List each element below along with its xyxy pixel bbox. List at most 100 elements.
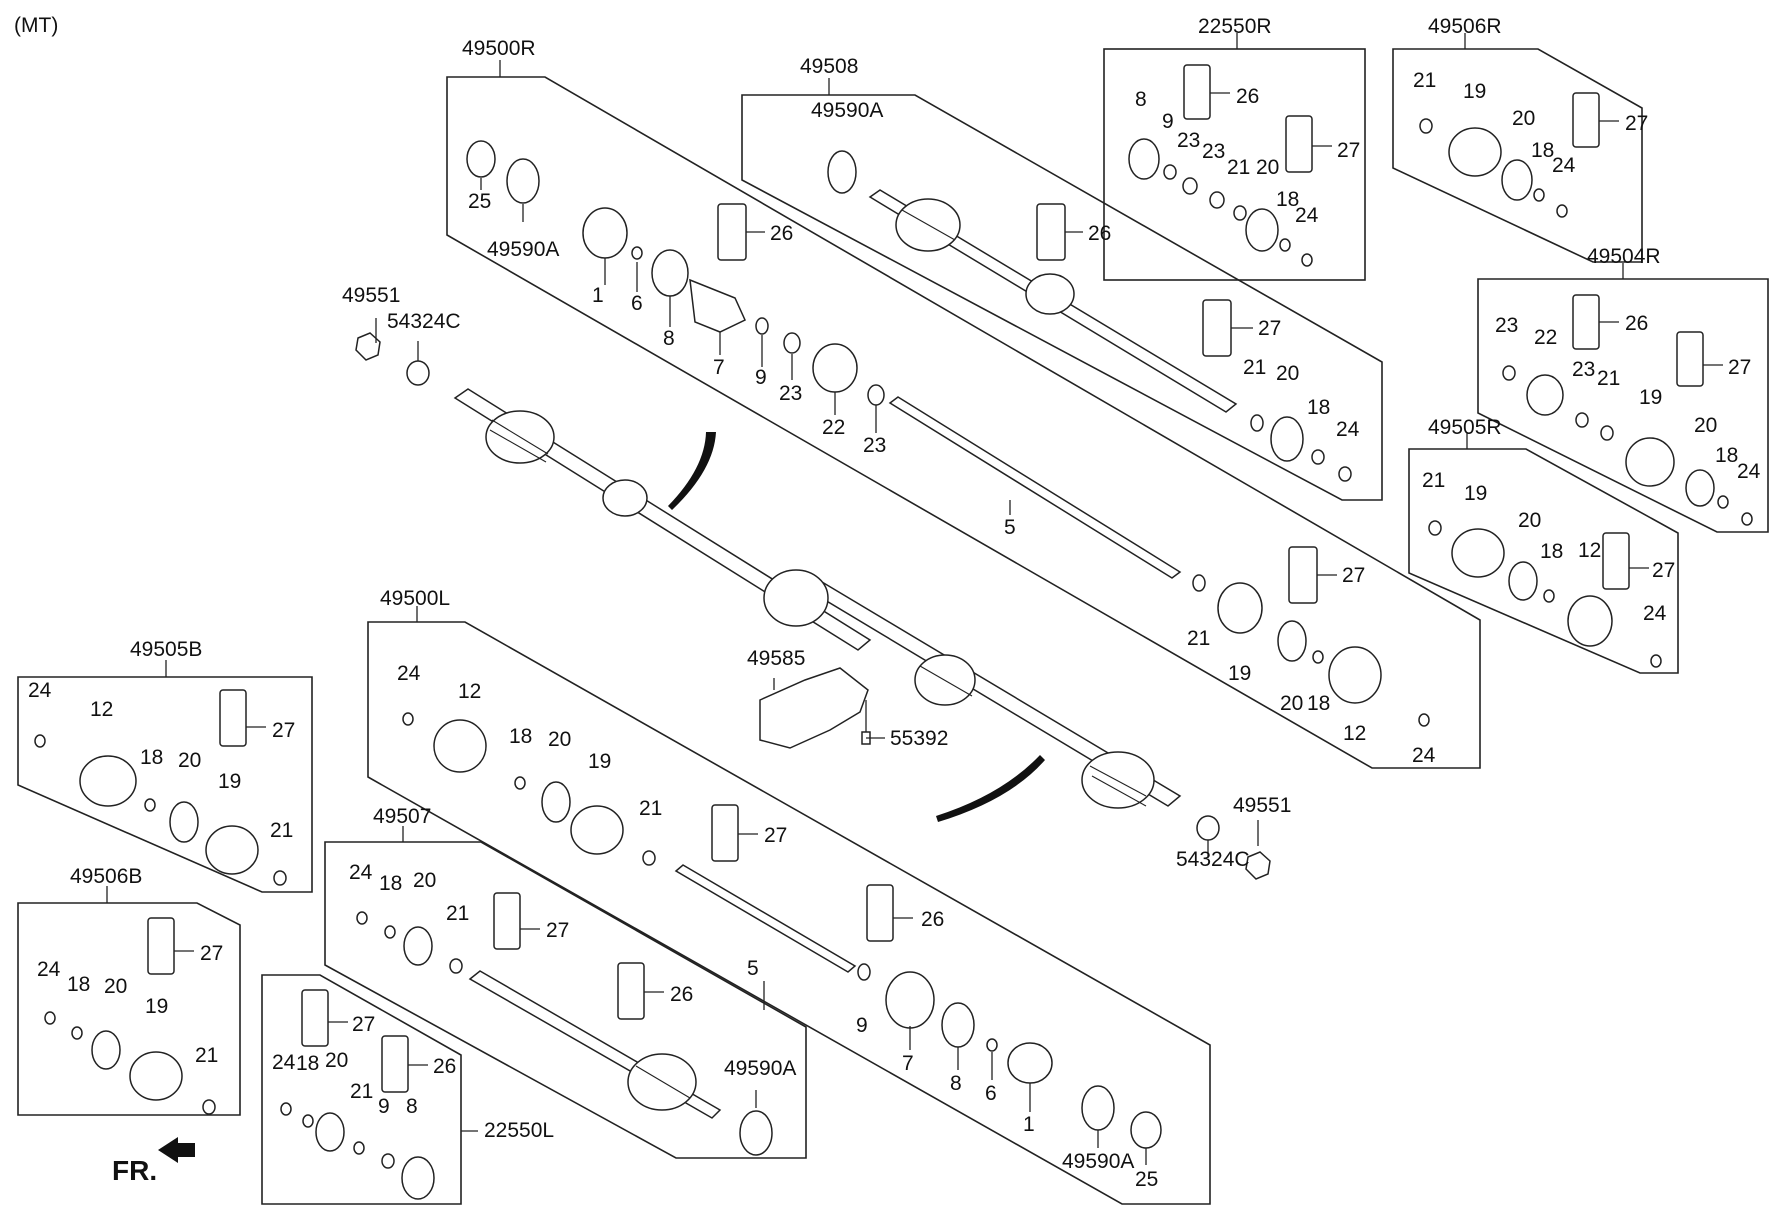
part-24-k: 24: [272, 1051, 296, 1074]
part-19-d: 19: [1463, 80, 1486, 103]
part-21-c: 21: [1227, 156, 1250, 179]
assembly-22550L: 22550L: [484, 1119, 554, 1142]
part-18-b: 18: [1307, 692, 1330, 715]
part-49590A-b: 49590A: [811, 99, 883, 122]
part-23b: 23: [863, 434, 886, 457]
part-20-k: 20: [325, 1049, 348, 1072]
part-26: 26: [770, 222, 793, 245]
part-19: 19: [1228, 662, 1251, 685]
part-9-c: 9: [1162, 110, 1174, 133]
variant-label: (MT): [14, 14, 58, 37]
part-22-e: 22: [1534, 326, 1557, 349]
frame-49508: [741, 94, 1383, 501]
part-23-e: 23: [1495, 314, 1518, 337]
part-12-h: 12: [90, 698, 113, 721]
part-5: 5: [1004, 516, 1016, 539]
leader-lines: [106, 33, 1723, 1165]
part-18-e: 18: [1715, 444, 1738, 467]
part-24-f: 24: [1643, 602, 1667, 625]
frame-49504R: [1477, 278, 1769, 533]
part-18: 18: [1307, 396, 1330, 419]
part-1-g: 1: [1023, 1113, 1035, 1136]
part-20-e: 20: [1694, 414, 1717, 437]
part-6-g: 6: [985, 1082, 997, 1105]
part-18-h: 18: [140, 746, 163, 769]
part-26-g: 26: [921, 908, 944, 931]
part-27-f: 27: [1652, 559, 1675, 582]
part-20-g: 20: [548, 728, 571, 751]
shaft-part-5-left: [674, 864, 857, 973]
part-55392: 55392: [890, 727, 948, 750]
part-27: 27: [1258, 317, 1281, 340]
part-49551-b: 49551: [1233, 794, 1291, 817]
small-parts: [34, 64, 1753, 1200]
part-54324C-b: 54324C: [1176, 848, 1250, 871]
part-23-f: 23: [1572, 358, 1595, 381]
part-18-i: 18: [67, 973, 90, 996]
frame-49500R: [446, 76, 1481, 769]
frame-49505R: [1408, 448, 1679, 674]
part-19-g: 19: [588, 750, 611, 773]
part-20-f: 20: [1518, 509, 1541, 532]
part-54324C: 54324C: [387, 310, 461, 333]
part-26-c: 26: [1236, 85, 1259, 108]
assembly-49505B: 49505B: [130, 638, 202, 661]
assembly-49500R: 49500R: [462, 37, 536, 60]
part-18-c: 18: [1276, 188, 1299, 211]
assembly-49508: 49508: [800, 55, 858, 78]
part-19-i: 19: [145, 995, 168, 1018]
part-18-j: 18: [379, 872, 402, 895]
frame-49500L: [367, 621, 1211, 1205]
frame-49506R: [1392, 48, 1643, 263]
front-direction-label: FR.: [112, 1155, 157, 1186]
direction-arc-lower: [936, 755, 1045, 822]
part-21-h: 21: [270, 819, 293, 842]
part-6: 6: [631, 292, 643, 315]
part-9: 9: [755, 366, 767, 389]
part-23: 23: [779, 382, 802, 405]
assembly-49504R: 49504R: [1587, 245, 1661, 268]
direction-arc-upper: [668, 432, 716, 510]
frame-49505B: [17, 676, 313, 893]
frame-22550R: [1103, 48, 1366, 281]
part-49590A-j: 49590A: [724, 1057, 796, 1080]
part-21: 21: [1243, 356, 1266, 379]
part-20-d: 20: [1512, 107, 1535, 130]
upper-drive-shaft: [453, 388, 1182, 809]
part-5-g: 5: [747, 957, 759, 980]
frame-49507: [324, 841, 807, 1159]
part-49551: 49551: [342, 284, 400, 307]
part-27-i: 27: [200, 942, 223, 965]
assembly-49500L: 49500L: [380, 587, 450, 610]
part-21-f: 21: [1422, 469, 1445, 492]
part-20: 20: [1276, 362, 1299, 385]
part-26-j: 26: [670, 983, 693, 1006]
part-19-h: 19: [218, 770, 241, 793]
shaft-part-5-right: [888, 396, 1182, 579]
part-20-h: 20: [178, 749, 201, 772]
part-12-g: 12: [458, 680, 481, 703]
part-26-k: 26: [433, 1055, 456, 1078]
part-27-d: 27: [1625, 112, 1648, 135]
part-24-g: 24: [397, 662, 421, 685]
part-24: 24: [1336, 418, 1360, 441]
assembly-49507: 49507: [373, 805, 431, 828]
assembly-49506R: 49506R: [1428, 15, 1502, 38]
part-24-i: 24: [37, 958, 61, 981]
part-18-k: 18: [296, 1052, 319, 1075]
part-26-b: 26: [1088, 222, 1111, 245]
part-7: 7: [713, 356, 725, 379]
shaft-49508: [868, 189, 1238, 413]
part-27-c: 27: [1337, 139, 1360, 162]
part-1: 1: [592, 284, 604, 307]
part-18-d: 18: [1531, 139, 1554, 162]
part-8-g: 8: [950, 1072, 962, 1095]
part-24-d: 24: [1552, 154, 1576, 177]
part-19-e: 19: [1639, 386, 1662, 409]
front-arrow-icon: [158, 1137, 195, 1163]
part-49590A-g: 49590A: [1062, 1150, 1134, 1173]
labels: (MT) FR. 49500R 49508 22550R 49506R 4950…: [14, 14, 1761, 1191]
part-27-j: 27: [546, 919, 569, 942]
part-8: 8: [663, 327, 675, 350]
